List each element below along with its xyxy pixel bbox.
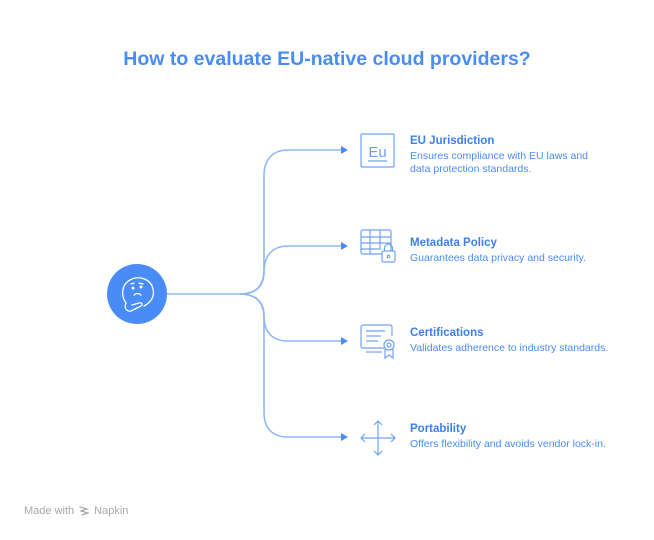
item-description: Validates adherence to industry standard… [410,342,609,354]
eu-icon: Eu [360,133,395,168]
item-heading: EU Jurisdiction [410,135,495,147]
connector-metadata-policy [239,245,342,295]
brand-label: Napkin [94,505,129,517]
svg-text:Eu: Eu [368,144,386,161]
thinking-face-icon [122,277,155,312]
move-arrows-icon [360,420,396,456]
made-with-napkin[interactable]: Made with Napkin [24,505,128,517]
item-heading: Metadata Policy [410,237,497,249]
arrowhead-icon [341,433,348,441]
item-description: Ensures compliance with EU laws and data… [410,150,588,175]
certificate-icon [360,324,395,360]
item-description: Offers flexibility and avoids vendor loc… [410,438,606,450]
arrowhead-icon [341,242,348,250]
arrowhead-icon [341,146,348,154]
item-certifications: Certifications Validates adherence to in… [410,327,610,355]
item-heading: Portability [410,423,467,435]
made-with-label: Made with [24,505,75,517]
connector-certifications [239,293,342,342]
item-eu-jurisdiction: EU Jurisdiction Ensures compliance with … [410,135,610,176]
item-heading: Certifications [410,327,484,339]
diagram-title: How to evaluate EU-native cloud provider… [123,48,531,70]
table-lock-icon [360,229,396,263]
item-description: Guarantees data privacy and security. [410,252,587,264]
item-portability: Portability Offers flexibility and avoid… [410,423,610,451]
item-metadata-policy: Metadata Policy Guarantees data privacy … [410,237,610,265]
center-node [107,264,167,324]
arrowhead-icon [341,337,348,345]
napkin-logo-icon [79,506,91,516]
connector-eu-jurisdiction [239,149,342,295]
connector-portability [239,293,342,438]
